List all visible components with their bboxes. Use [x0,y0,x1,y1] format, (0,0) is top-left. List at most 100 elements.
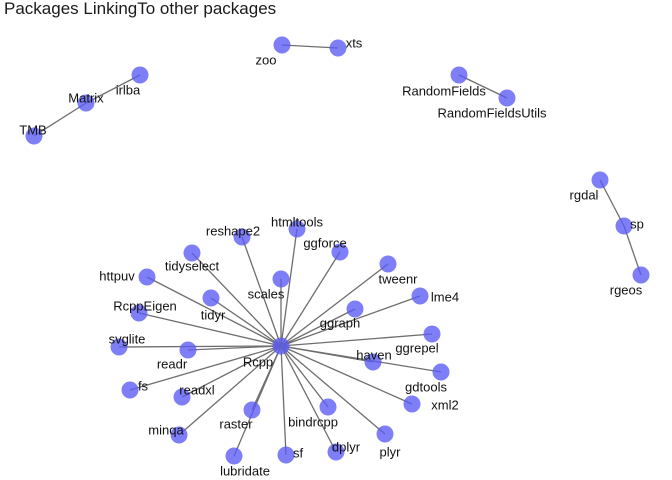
node-rgeos[interactable] [632,266,650,284]
node-label-plyr: plyr [380,444,402,459]
edge-rcpp-lme4 [280,295,421,347]
node-label-fs: fs [138,378,149,393]
node-lme4[interactable] [411,287,429,305]
node-label-haven: haven [356,347,391,362]
node-label-randomfields: RandomFields [402,83,486,98]
edge-rcpp-ggforce [280,251,341,347]
node-irlba[interactable] [131,66,149,84]
node-label-sp: sp [630,216,644,231]
edge-rcpp-bindrcpp [280,345,329,408]
edge-rgdal-sp [599,179,625,227]
labels-layer: TMBMatrixirlbazooxtsRandomFieldsRandomFi… [19,35,644,478]
node-httpuv[interactable] [138,268,156,286]
node-label-xts: xts [346,35,363,50]
node-label-scales: scales [248,286,285,301]
node-label-sf: sf [293,445,304,460]
node-svglite[interactable] [110,338,128,356]
node-label-matrix: Matrix [68,90,104,105]
node-raster[interactable] [243,401,261,419]
node-label-tweenr: tweenr [378,271,418,286]
node-tidyr[interactable] [202,289,220,307]
node-readr[interactable] [179,341,197,359]
node-label-ggraph: ggraph [320,315,360,330]
edge-rcpp-ggrepel [280,333,433,347]
edge-rcpp-tweenr [280,263,389,347]
node-label-tidyselect: tidyselect [165,258,220,273]
node-rgdal[interactable] [591,171,609,189]
node-label-svglite: svglite [109,331,146,346]
edge-rcpp-httpuv [146,276,282,347]
edge-rcpp-sf [280,345,287,456]
edge-rcpp-svglite [118,345,282,348]
node-label-lme4: lme4 [431,289,459,304]
node-label-ggforce: ggforce [303,235,346,250]
edge-matrix-irlba [85,74,141,104]
node-label-zoo: zoo [256,52,277,67]
node-matrix[interactable] [77,94,95,112]
edge-rcpp-reshape2 [241,236,282,347]
node-label-lubridate: lubridate [220,463,270,478]
node-tweenr[interactable] [379,255,397,273]
node-label-rgeos: rgeos [610,282,643,297]
node-plyr[interactable] [376,425,394,443]
edge-rcpp-rcppeigen [138,312,282,347]
node-rcppeigen[interactable] [130,304,148,322]
edge-randomfields-randomfieldsutils [458,74,508,99]
node-reshape2[interactable] [233,228,251,246]
node-lubridate[interactable] [225,447,243,465]
node-randomfields[interactable] [450,66,468,84]
edge-rcpp-tidyselect [191,252,282,347]
node-xts[interactable] [329,39,347,57]
node-label-readxl: readxl [179,382,215,397]
node-htmltools[interactable] [288,220,306,238]
node-sf[interactable] [277,446,295,464]
node-haven[interactable] [364,353,382,371]
edge-rcpp-minqa [178,345,282,436]
node-label-htmltools: htmltools [271,214,324,229]
node-scales[interactable] [272,270,290,288]
edge-rcpp-fs [129,345,282,391]
node-dplyr[interactable] [327,443,345,461]
edge-rcpp-lubridate [233,345,282,457]
edge-rcpp-readxl [181,345,282,398]
diagram-title: Packages LinkingTo other packages [4,0,277,18]
node-label-dplyr: dplyr [332,439,361,454]
node-label-rgdal: rgdal [570,187,599,202]
edge-rcpp-ggraph [280,308,356,347]
node-label-readr: readr [157,356,188,371]
node-fs[interactable] [121,381,139,399]
node-label-gdtools: gdtools [405,379,447,394]
node-ggraph[interactable] [346,300,364,318]
node-xml2[interactable] [403,395,421,413]
node-rcpp[interactable] [272,337,290,355]
edge-rcpp-htmltools [280,228,298,347]
edge-rcpp-readr [187,345,282,351]
node-sp[interactable] [615,217,633,235]
node-randomfieldsutils[interactable] [498,89,516,107]
node-readxl[interactable] [173,388,191,406]
node-zoo[interactable] [273,36,291,54]
node-label-xml2: xml2 [431,397,458,412]
node-label-bindrcpp: bindrcpp [288,414,338,429]
node-label-reshape2: reshape2 [206,223,260,238]
node-label-ggrepel: ggrepel [395,340,438,355]
edge-tmb-matrix [33,102,87,137]
edge-rcpp-xml2 [280,345,413,405]
edge-zoo-xts [281,44,339,49]
node-tmb[interactable] [25,127,43,145]
node-label-raster: raster [219,416,253,431]
node-bindrcpp[interactable] [319,398,337,416]
node-ggforce[interactable] [331,243,349,261]
nodes-layer [25,36,650,465]
node-label-tidyr: tidyr [201,307,226,322]
node-tidyselect[interactable] [183,244,201,262]
node-label-irlba: irlba [116,82,141,97]
node-gdtools[interactable] [432,363,450,381]
edge-rcpp-tidyr [210,297,282,347]
node-label-httpuv: httpuv [99,268,135,283]
node-label-randomfieldsutils: RandomFieldsUtils [437,105,547,120]
edge-rcpp-plyr [280,345,386,435]
node-minqa[interactable] [170,426,188,444]
node-ggrepel[interactable] [423,325,441,343]
